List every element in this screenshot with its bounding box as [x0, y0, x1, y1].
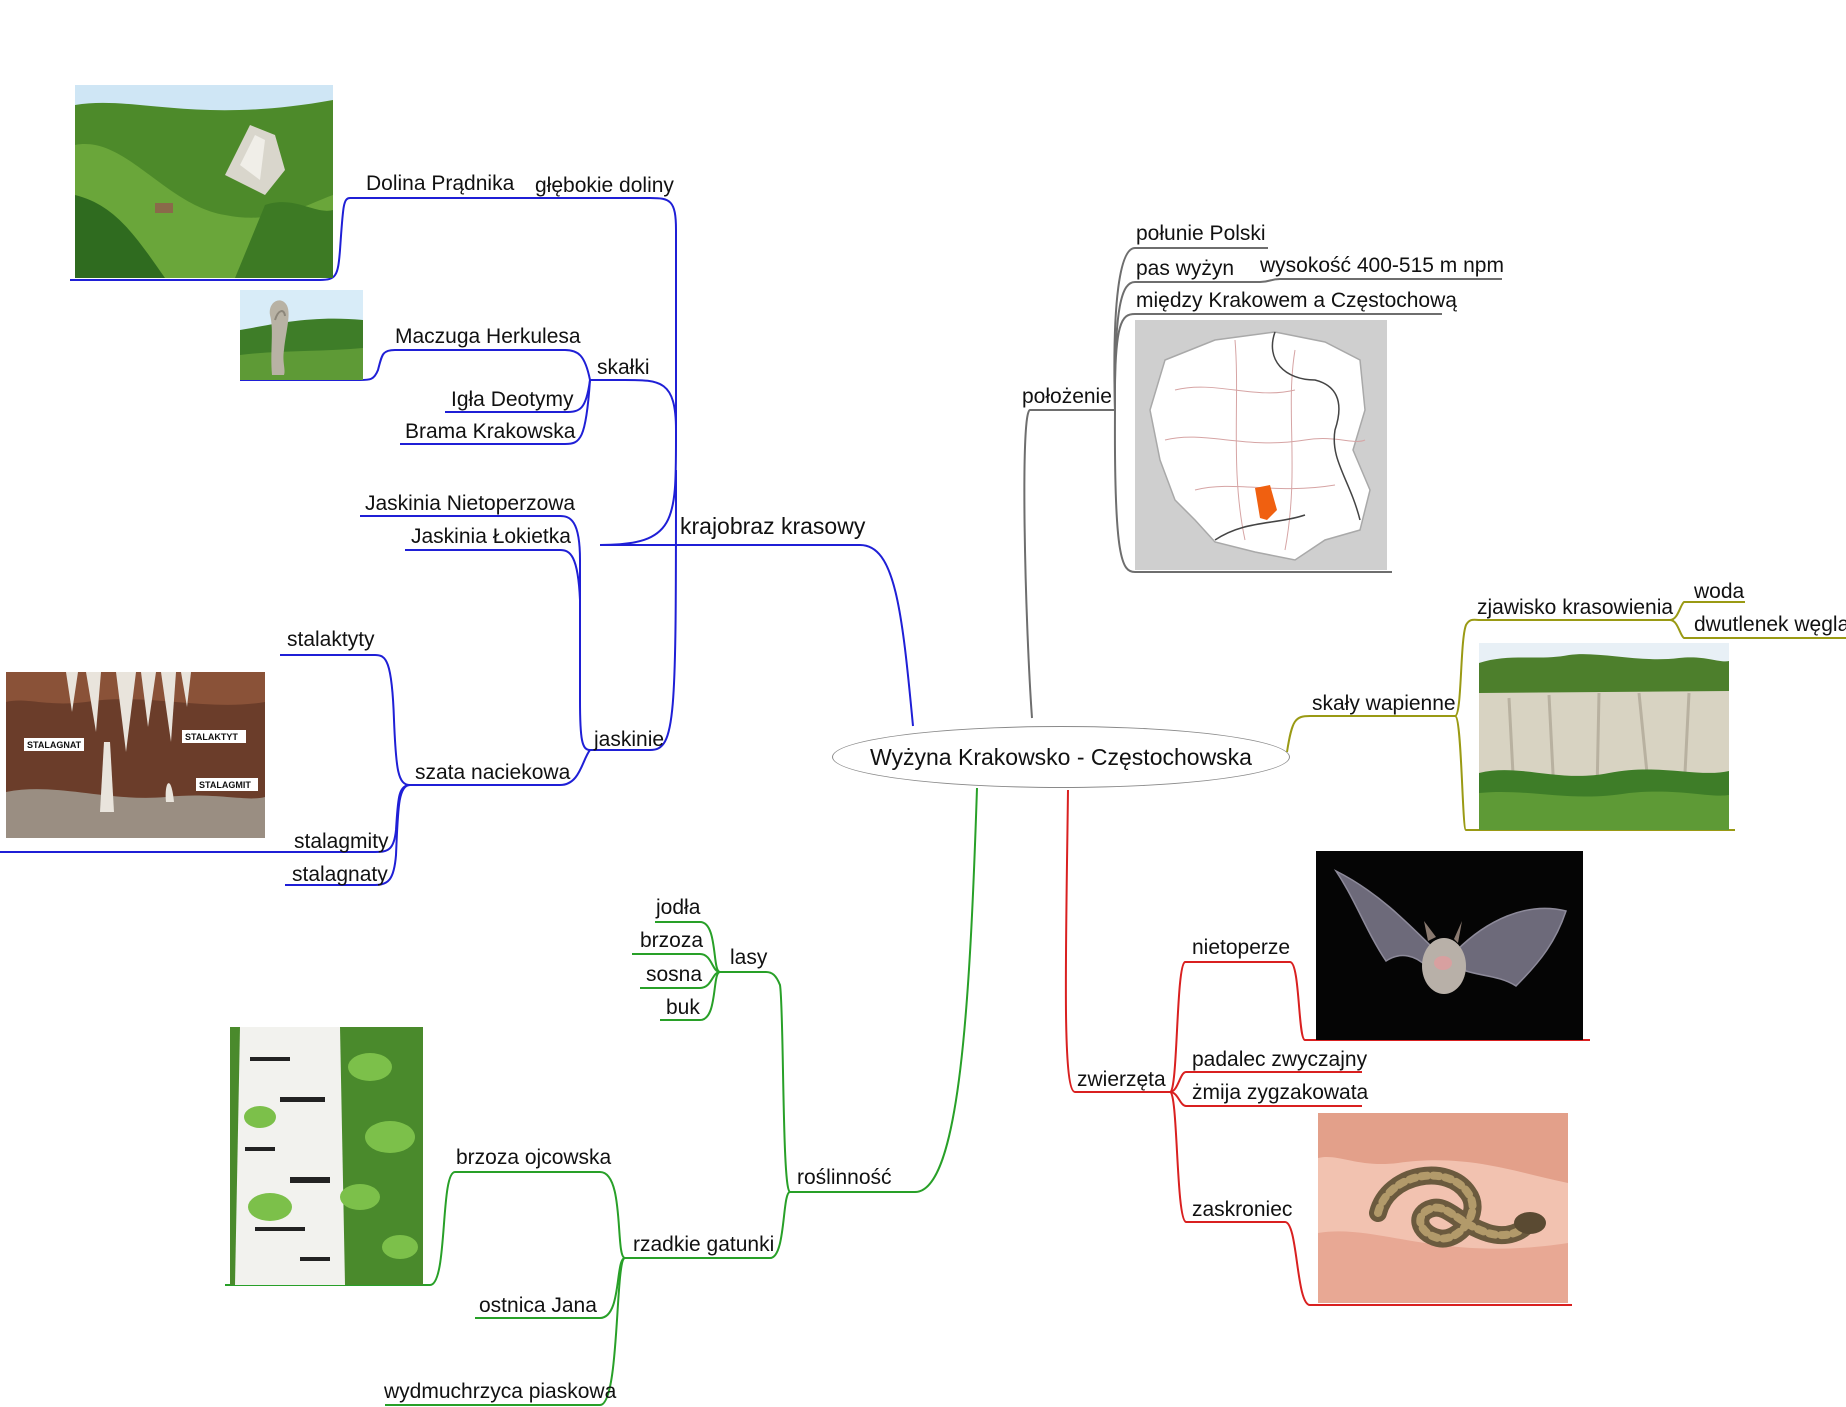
topic-polozenie[interactable]: położenie	[1022, 385, 1112, 408]
rock-pillar-photo-icon	[240, 290, 363, 380]
leaf-brzoza-ojcowska[interactable]: brzoza ojcowska	[456, 1146, 612, 1169]
leaf-wysokosc[interactable]: wysokość 400-515 m npm	[1260, 254, 1504, 277]
limestone-cliff-photo-icon	[1479, 643, 1729, 830]
leaf-brzoza[interactable]: brzoza	[640, 929, 704, 952]
roslinnosc-links	[225, 787, 978, 1406]
leaf-zaskroniec[interactable]: zaskroniec	[1192, 1198, 1293, 1221]
birch-photo-icon	[230, 1027, 423, 1285]
poland-map-icon	[1135, 320, 1387, 570]
leaf-ostnica-jana[interactable]: ostnica Jana	[479, 1294, 597, 1317]
leaf-polunie-polski[interactable]: połunie Polski	[1136, 222, 1266, 245]
cave-label-stalaktyt: STALAKTYT	[185, 732, 238, 742]
topic-skaly-wapienne[interactable]: skały wapienne	[1312, 692, 1456, 715]
cave-photo-icon: STALAGNAT STALAKTYT STALAGMIT	[6, 672, 265, 838]
krajobraz-links	[0, 197, 914, 886]
topic-jaskinie[interactable]: jaskinie	[594, 728, 665, 751]
central-topic[interactable]: Wyżyna Krakowsko - Częstochowska	[832, 726, 1290, 788]
topic-zjawisko-krasowienia[interactable]: zjawisko krasowienia	[1477, 596, 1674, 619]
leaf-pas-wyzyn[interactable]: pas wyżyn	[1136, 257, 1235, 280]
snake-photo-icon	[1318, 1113, 1568, 1303]
leaf-jaskinia-nietoperzowa[interactable]: Jaskinia Nietoperzowa	[365, 492, 576, 515]
leaf-wydmuchrzyca-piaskowa[interactable]: wydmuchrzyca piaskowa	[384, 1380, 617, 1403]
leaf-jodla[interactable]: jodła	[656, 896, 701, 919]
leaf-padalec-zwyczajny[interactable]: padalec zwyczajny	[1192, 1048, 1368, 1071]
leaf-zmija-zygzakowata[interactable]: żmija zygzakowata	[1192, 1081, 1369, 1104]
leaf-stalagmity[interactable]: stalagmity	[294, 830, 389, 853]
topic-krajobraz-krasowy[interactable]: krajobraz krasowy	[680, 513, 866, 539]
leaf-brama-krakowska[interactable]: Brama Krakowska	[405, 420, 576, 443]
leaf-dolina-pradnika[interactable]: Dolina Prądnika	[366, 172, 515, 195]
topic-lasy[interactable]: lasy	[730, 946, 768, 969]
topic-rzadkie-gatunki[interactable]: rzadkie gatunki	[633, 1233, 775, 1256]
leaf-maczuga-herkulesa[interactable]: Maczuga Herkulesa	[395, 325, 581, 348]
topic-roslinnosc[interactable]: roślinność	[797, 1166, 892, 1189]
bat-photo-icon	[1316, 851, 1583, 1040]
valley-photo-icon	[75, 85, 333, 278]
skaly-links	[1286, 601, 1846, 831]
topic-skalki[interactable]: skałki	[597, 356, 650, 379]
leaf-woda[interactable]: woda	[1694, 580, 1745, 603]
cave-label-stalagmit: STALAGMIT	[199, 780, 251, 790]
polozenie-links	[1023, 247, 1502, 719]
leaf-stalagnaty[interactable]: stalagnaty	[292, 863, 388, 886]
topic-zwierzeta[interactable]: zwierzęta	[1077, 1068, 1166, 1091]
leaf-sosna[interactable]: sosna	[646, 963, 703, 986]
topic-glebokie-doliny[interactable]: głębokie doliny	[535, 174, 674, 197]
cave-label-stalagnat: STALAGNAT	[27, 740, 82, 750]
topic-szata-naciekowa[interactable]: szata naciekowa	[415, 761, 571, 784]
zwierzeta-links	[1064, 789, 1590, 1306]
leaf-stalaktyty[interactable]: stalaktyty	[287, 628, 375, 651]
leaf-igla-deotymy[interactable]: Igła Deotymy	[451, 388, 574, 411]
leaf-miedzy-krakowem[interactable]: między Krakowem a Częstochową	[1136, 289, 1457, 312]
leaf-buk[interactable]: buk	[666, 996, 700, 1019]
leaf-jaskinia-lokietka[interactable]: Jaskinia Łokietka	[411, 525, 571, 548]
leaf-nietoperze[interactable]: nietoperze	[1192, 936, 1291, 959]
leaf-dwutlenek-wegla[interactable]: dwutlenek węgla	[1694, 613, 1846, 636]
